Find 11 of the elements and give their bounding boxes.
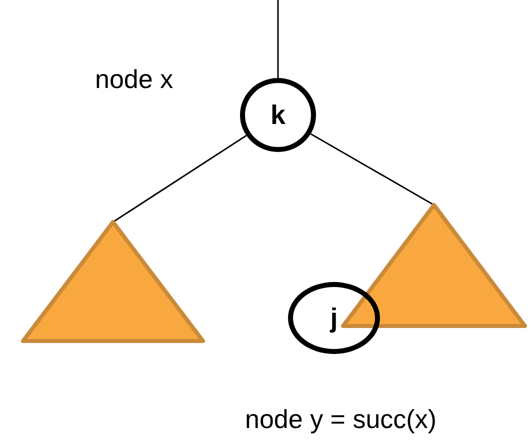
- node-caption: node y = succ(x): [245, 403, 436, 436]
- tree-node-circle: [240, 78, 316, 152]
- node-key: j: [330, 298, 338, 338]
- tree-node-circle: [288, 282, 380, 354]
- node-key: k: [270, 94, 286, 136]
- subtree-triangle: [340, 201, 528, 329]
- subtree-triangle: [20, 218, 206, 344]
- connector-line: [112, 134, 247, 223]
- connector-line: [277, 0, 279, 78]
- connector-line: [310, 133, 434, 206]
- node-caption: node x: [95, 63, 174, 96]
